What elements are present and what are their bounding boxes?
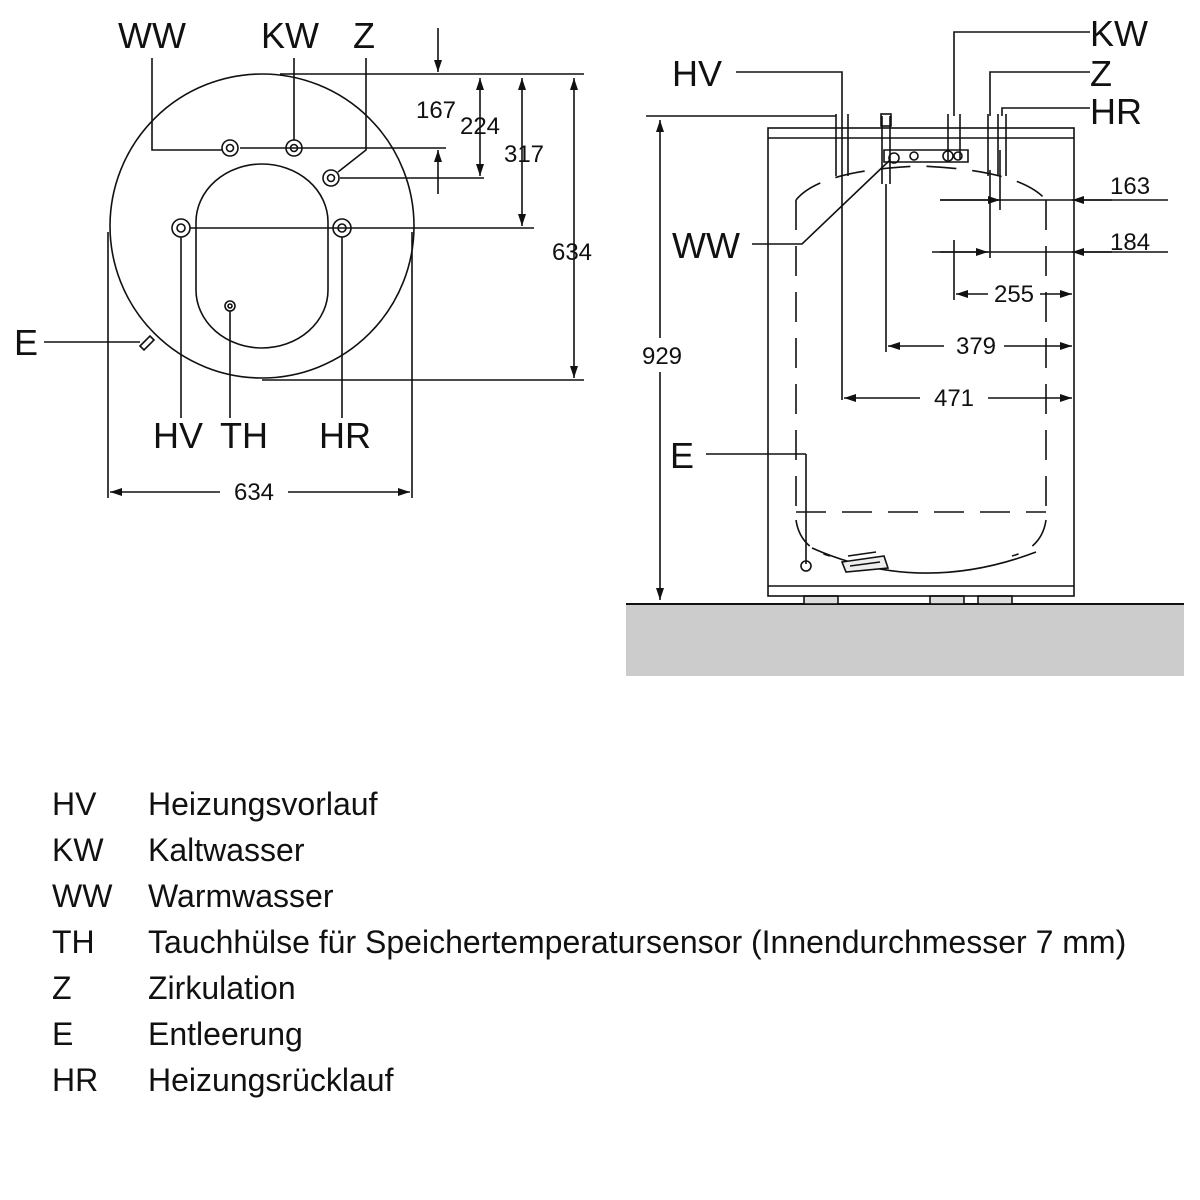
legend-row-z: Z Zirkulation bbox=[52, 968, 1172, 1008]
label-z: Z bbox=[353, 15, 375, 56]
legend-text: Entleerung bbox=[148, 1016, 303, 1052]
legend-code: WW bbox=[52, 878, 113, 914]
label-side-kw: KW bbox=[1090, 13, 1148, 54]
legend-row-ww: WW Warmwasser bbox=[52, 876, 1172, 916]
label-side-z: Z bbox=[1090, 53, 1112, 94]
dim-929: 929 bbox=[642, 343, 682, 370]
dim-224: 224 bbox=[460, 113, 500, 140]
dim-634-vertical: 634 bbox=[552, 239, 592, 266]
label-th: TH bbox=[220, 415, 268, 456]
tank-top-outline bbox=[109, 73, 415, 379]
legend-row-e: E Entleerung bbox=[52, 1014, 1172, 1054]
dim-317: 317 bbox=[504, 141, 544, 168]
connection-ww-icon bbox=[221, 139, 239, 157]
dim-184: 184 bbox=[1110, 229, 1150, 256]
legend-code: Z bbox=[52, 970, 72, 1006]
legend-text: Warmwasser bbox=[148, 878, 334, 914]
legend-code: HV bbox=[52, 786, 97, 822]
dim-634-horizontal: 634 bbox=[234, 479, 274, 506]
connection-th-icon bbox=[224, 300, 236, 312]
dim-255: 255 bbox=[994, 281, 1034, 308]
label-kw: KW bbox=[261, 15, 319, 56]
dim-167: 167 bbox=[416, 97, 456, 124]
label-e: E bbox=[14, 322, 38, 363]
legend-text: Zirkulation bbox=[148, 970, 296, 1006]
technical-drawing: WW KW Z E HV TH HR 167 224 317 634 634 bbox=[14, 13, 1184, 676]
legend-text: Tauchhülse für Speichertemperatursensor … bbox=[148, 924, 1127, 960]
label-ww: WW bbox=[118, 15, 186, 56]
legend-code: TH bbox=[52, 924, 95, 960]
side-view bbox=[626, 31, 1184, 676]
label-side-hv: HV bbox=[672, 53, 722, 94]
top-view-text: WW KW Z E HV TH HR 167 224 317 634 634 bbox=[14, 15, 592, 506]
label-hr: HR bbox=[319, 415, 371, 456]
top-view bbox=[44, 28, 584, 498]
side-view-text: KW Z HR HV WW E 163 184 255 379 471 929 bbox=[642, 13, 1150, 476]
legend-text: Heizungsvorlauf bbox=[148, 786, 378, 822]
legend-text: Kaltwasser bbox=[148, 832, 305, 868]
floor bbox=[626, 604, 1184, 676]
connection-z-icon bbox=[322, 169, 340, 187]
tank-side-outline bbox=[767, 127, 1075, 597]
legend-code: E bbox=[52, 1016, 74, 1052]
legend: HV Heizungsvorlauf KW Kaltwasser WW Warm… bbox=[52, 784, 1172, 1106]
legend-code: HR bbox=[52, 1062, 99, 1098]
legend-row-hv: HV Heizungsvorlauf bbox=[52, 784, 1172, 824]
label-side-hr: HR bbox=[1090, 91, 1142, 132]
dim-471: 471 bbox=[934, 385, 974, 412]
connection-hv-icon bbox=[171, 218, 191, 238]
legend-row-th: TH Tauchhülse für Speichertemperatursens… bbox=[52, 922, 1172, 962]
label-side-e: E bbox=[670, 435, 694, 476]
legend-row-kw: KW Kaltwasser bbox=[52, 830, 1172, 870]
dim-163: 163 bbox=[1110, 173, 1150, 200]
label-hv: HV bbox=[153, 415, 203, 456]
label-side-ww: WW bbox=[672, 225, 740, 266]
legend-code: KW bbox=[52, 832, 104, 868]
legend-row-hr: HR Heizungsrücklauf bbox=[52, 1060, 1172, 1100]
dim-379: 379 bbox=[956, 333, 996, 360]
legend-text: Heizungsrücklauf bbox=[148, 1062, 394, 1098]
tank-inner-oval bbox=[195, 163, 329, 349]
